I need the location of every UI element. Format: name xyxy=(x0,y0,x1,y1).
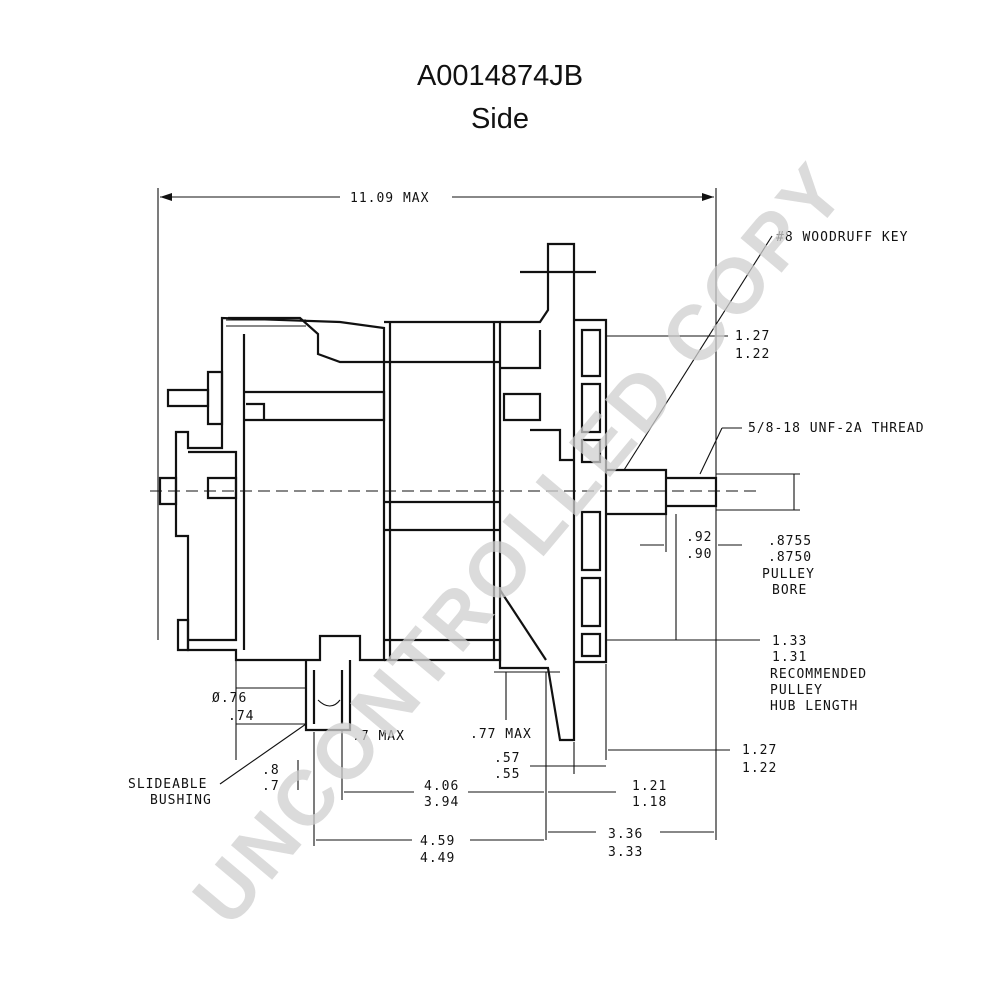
woodruff-key-label: #8 WOODRUFF KEY xyxy=(776,230,908,245)
bore-d: BORE xyxy=(772,583,807,598)
bore-b: .8750 xyxy=(768,550,812,565)
dim-077-max: .77 MAX xyxy=(470,727,532,742)
overall-length-dimension: 11.09 MAX xyxy=(157,188,717,840)
hub-e: HUB LENGTH xyxy=(770,699,858,714)
dim-092: .92 xyxy=(686,530,712,545)
dim-449: 4.49 xyxy=(420,851,455,866)
dim-127-bottom-a: 1.27 xyxy=(742,743,777,758)
dim-333: 3.33 xyxy=(608,845,643,860)
bushing-a: SLIDEABLE xyxy=(128,777,207,792)
dim-17-max: .7 MAX xyxy=(352,729,405,744)
dim-127-top-b: 1.22 xyxy=(735,347,770,362)
part-number-title: A0014874JB xyxy=(416,60,584,92)
bore-a: .8755 xyxy=(768,534,812,549)
hub-c: RECOMMENDED xyxy=(770,667,867,682)
dim-diameter-a: Ø.76 xyxy=(212,691,247,706)
dim-055: .55 xyxy=(494,767,520,782)
dim-406: 4.06 xyxy=(424,779,459,794)
bushing-b: BUSHING xyxy=(150,793,212,808)
thread-label: 5/8-18 UNF-2A THREAD xyxy=(748,421,925,436)
hub-d: PULLEY xyxy=(770,683,823,698)
bore-c: PULLEY xyxy=(762,567,815,582)
dim-127-top-a: 1.27 xyxy=(735,329,770,344)
alternator-body xyxy=(150,242,760,742)
dim-090: .90 xyxy=(686,547,712,562)
dim-121: 1.21 xyxy=(632,779,667,794)
dim-7: .7 xyxy=(262,779,280,794)
hub-b: 1.31 xyxy=(772,650,807,665)
overall-length-label: 11.09 MAX xyxy=(350,191,429,206)
hub-a: 1.33 xyxy=(772,634,807,649)
dim-394: 3.94 xyxy=(424,795,459,810)
dim-8: .8 xyxy=(262,763,280,778)
dim-118: 1.18 xyxy=(632,795,667,810)
right-dimensions: #8 WOODRUFF KEY 1.27 1.22 5/8-18 UNF-2A … xyxy=(545,230,925,860)
dim-459: 4.59 xyxy=(420,834,455,849)
view-title: Side xyxy=(470,103,530,135)
dim-057: .57 xyxy=(494,751,520,766)
dim-336: 3.36 xyxy=(608,827,643,842)
dim-127-bottom-b: 1.22 xyxy=(742,761,777,776)
bottom-dimensions: .77 MAX .57 .55 4.06 3.94 4.59 4.49 .7 M… xyxy=(128,660,606,866)
dim-diameter-b: .74 xyxy=(228,709,254,724)
